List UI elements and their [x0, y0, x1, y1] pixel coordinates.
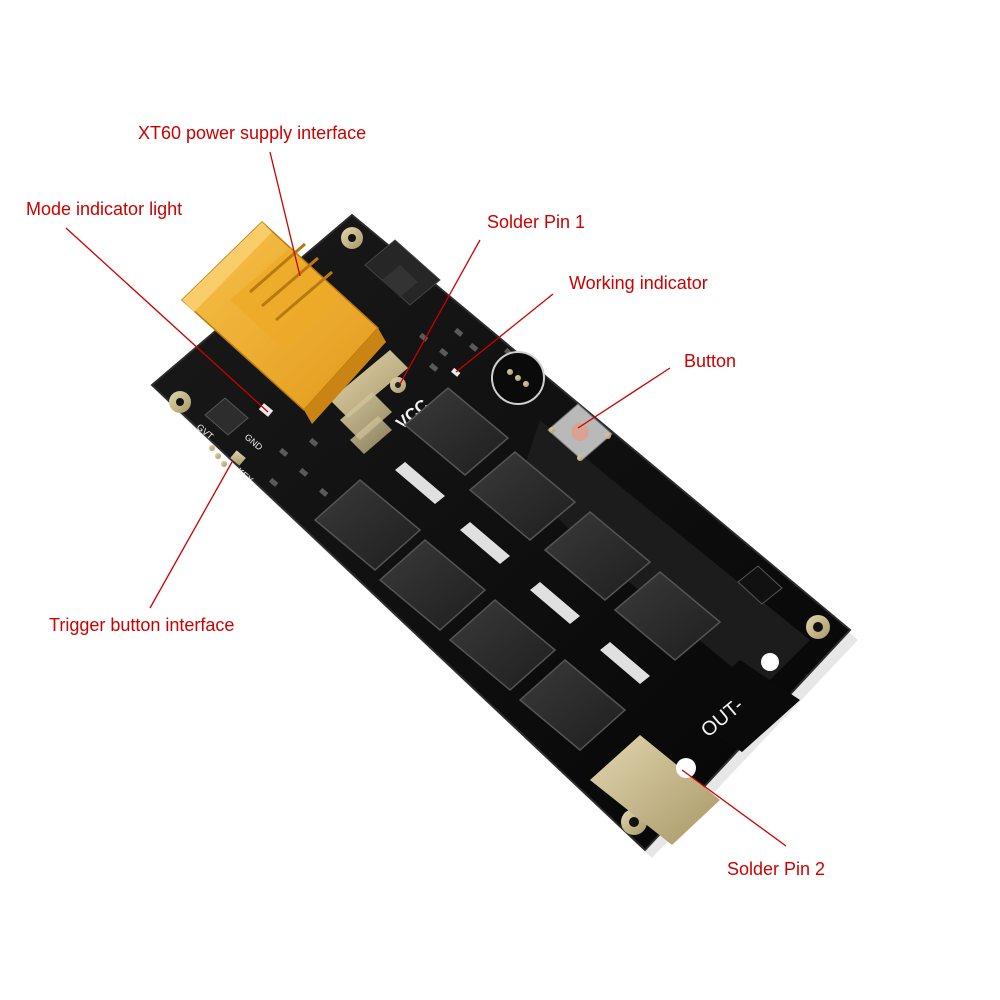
callout-button: Button: [684, 351, 737, 371]
callout-solder-pin-1: Solder Pin 1: [487, 212, 586, 232]
callout-working-indicator: Working indicator: [569, 273, 708, 293]
tactile-button: [547, 403, 613, 461]
control-ic: [204, 397, 249, 436]
leader-solder-pin-2: [681, 769, 787, 847]
pcb-rail: [520, 420, 810, 690]
mounting-hole-right: [806, 615, 830, 639]
leader-mode-light: [65, 227, 269, 413]
leader-solder-pin-1: [399, 239, 481, 385]
leader-lines: [65, 151, 787, 847]
mounting-hole-top: [341, 227, 363, 249]
working-indicator-component: [451, 351, 545, 405]
callout-mode-indicator-light: Mode indicator light: [26, 199, 183, 219]
leader-working-indicator: [455, 293, 554, 373]
trigger-connector: [209, 445, 246, 467]
xt60-connector: [180, 220, 386, 424]
callout-solder-pin-2: Solder Pin 2: [727, 859, 826, 879]
regulator-chip: [364, 239, 441, 306]
mosfet-pin-rows: [395, 462, 650, 684]
callout-trigger-button-interface: Trigger button interface: [49, 615, 235, 635]
solder-pin-1-pad: [330, 350, 408, 454]
mosfet-array: [313, 387, 722, 751]
leader-xt60: [269, 151, 301, 277]
solder-pin-2-pad: [590, 653, 800, 845]
mounting-hole-left: [169, 391, 191, 413]
leader-button: [577, 367, 671, 429]
leader-trigger: [149, 461, 233, 609]
diode: [737, 565, 783, 605]
callout-xt60: XT60 power supply interface: [138, 123, 367, 143]
